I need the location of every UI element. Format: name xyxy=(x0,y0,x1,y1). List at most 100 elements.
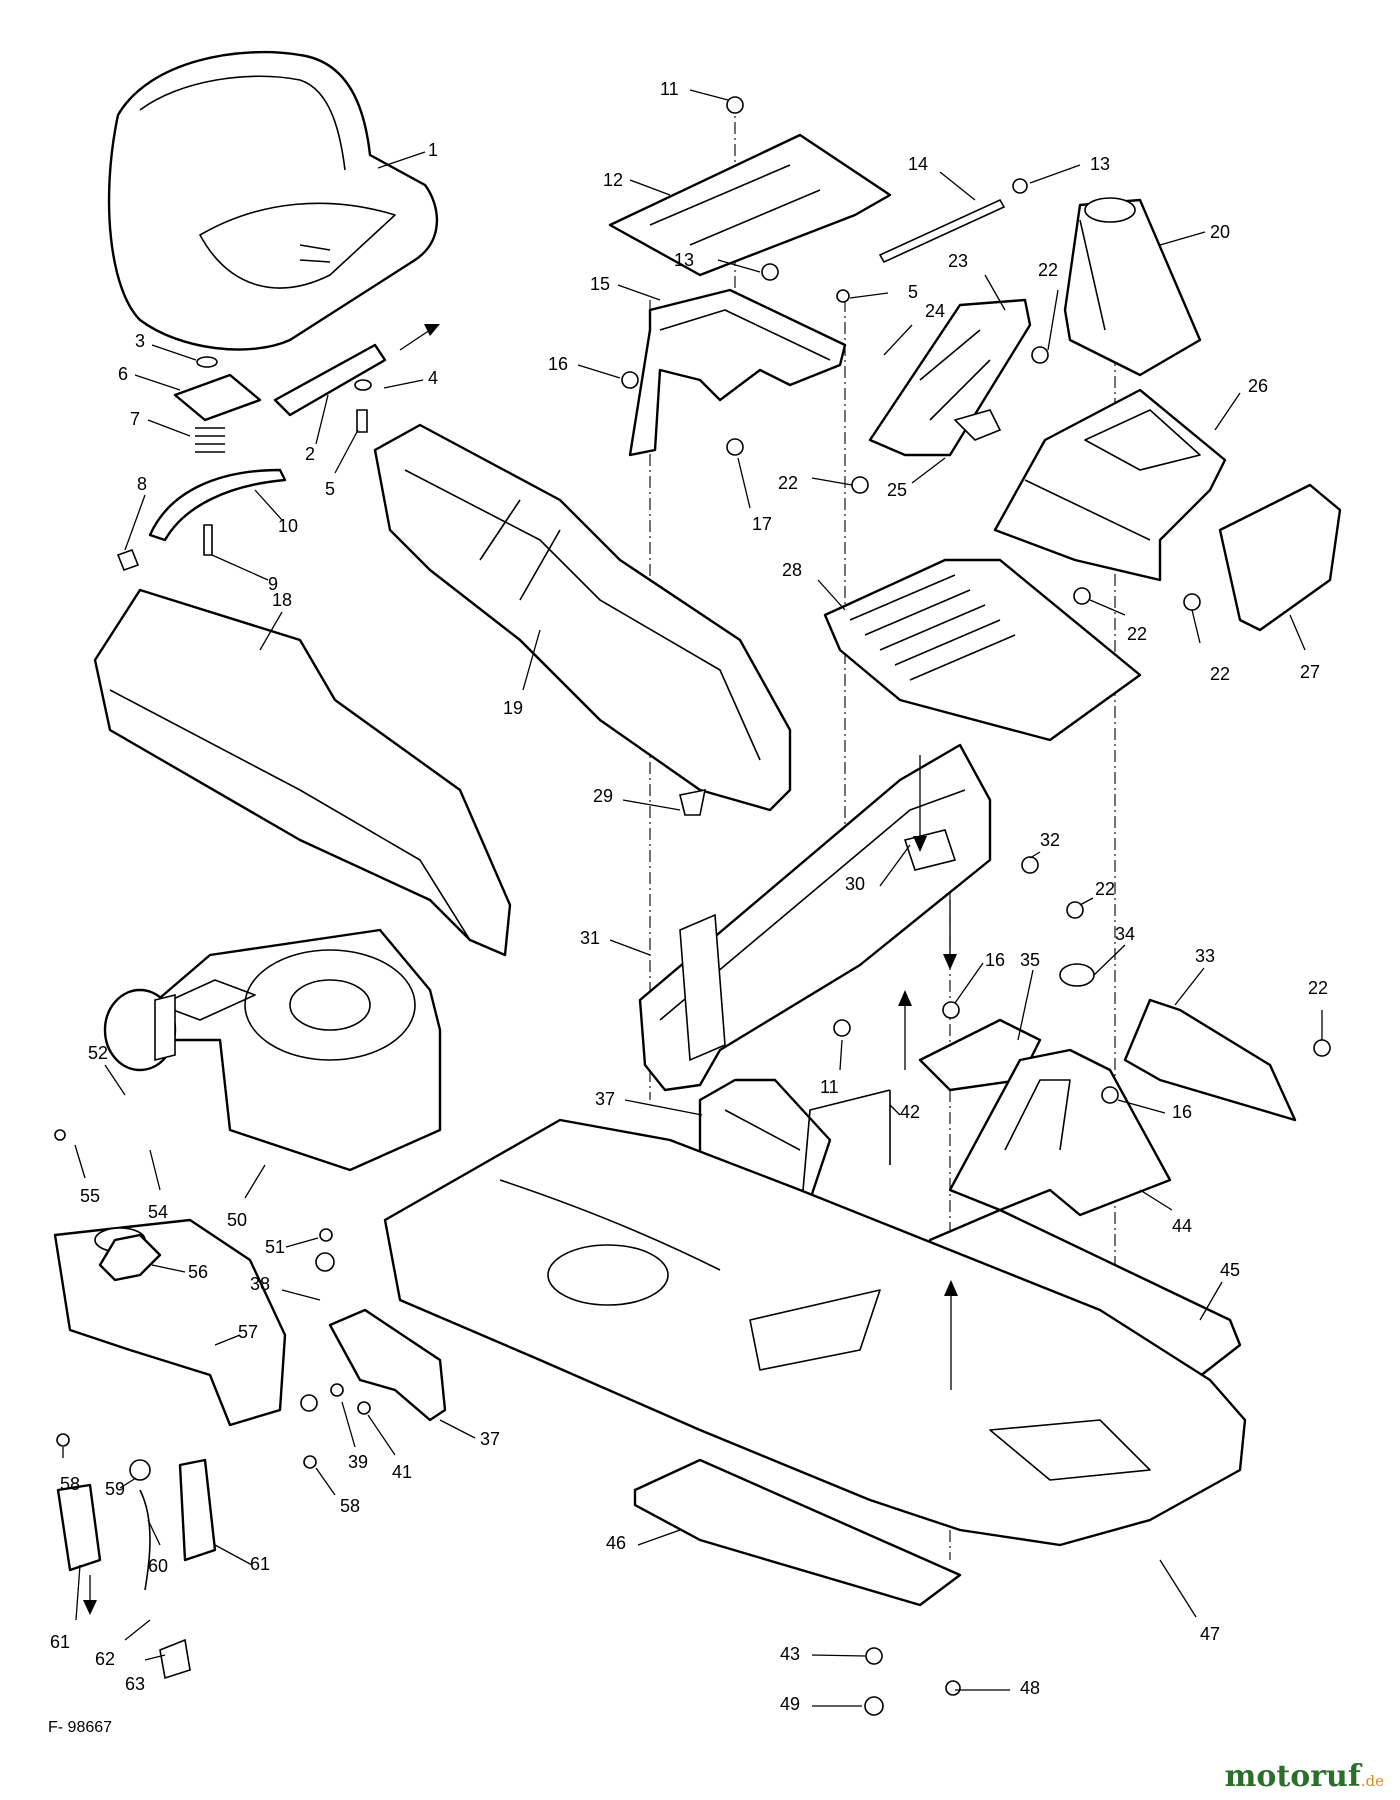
callout-58b: 58 xyxy=(340,1496,360,1516)
callout-44: 44 xyxy=(1172,1216,1192,1236)
callout-22b: 22 xyxy=(778,473,798,493)
callout-18: 18 xyxy=(272,590,292,610)
callout-4: 4 xyxy=(428,368,438,388)
watermark-logo: motoruf.de xyxy=(1225,1759,1384,1794)
direction-arrows xyxy=(83,324,958,1615)
callout-42: 42 xyxy=(900,1102,920,1122)
callout-45: 45 xyxy=(1220,1260,1240,1280)
fasteners xyxy=(54,96,1331,1716)
callout-5a: 5 xyxy=(325,479,335,499)
side-cover-panel xyxy=(93,588,512,957)
callout-22f: 22 xyxy=(1308,978,1328,998)
callout-52: 52 xyxy=(88,1043,108,1063)
callout-33: 33 xyxy=(1195,946,1215,966)
callout-13b: 13 xyxy=(1090,154,1110,174)
callout-46: 46 xyxy=(606,1533,626,1553)
callout-62: 62 xyxy=(95,1649,115,1669)
callout-39: 39 xyxy=(348,1452,368,1472)
hood-console xyxy=(993,388,1227,582)
callout-19: 19 xyxy=(503,698,523,718)
callout-1: 1 xyxy=(428,140,438,160)
callout-22d: 22 xyxy=(1210,664,1230,684)
callout-48: 48 xyxy=(1020,1678,1040,1698)
callout-22c: 22 xyxy=(1127,624,1147,644)
seat-pad xyxy=(1218,483,1342,632)
callout-22a: 22 xyxy=(1038,260,1058,280)
callout-10: 10 xyxy=(278,516,298,536)
callout-15: 15 xyxy=(590,274,610,294)
figure-reference: F- 98667 xyxy=(48,1719,113,1736)
air-cleaner xyxy=(103,988,177,1072)
callout-17: 17 xyxy=(752,514,772,534)
callout-24: 24 xyxy=(925,301,945,321)
callout-55: 55 xyxy=(80,1186,100,1206)
callout-32: 32 xyxy=(1040,830,1060,850)
callout-2: 2 xyxy=(305,444,315,464)
engine xyxy=(138,928,442,1172)
column-support xyxy=(628,288,847,457)
callout-51: 51 xyxy=(265,1237,285,1257)
callout-61b: 61 xyxy=(250,1554,270,1574)
fuel-cap xyxy=(98,1233,162,1282)
callout-26: 26 xyxy=(1248,376,1268,396)
callout-37a: 37 xyxy=(595,1089,615,1109)
callout-59: 59 xyxy=(105,1479,125,1499)
callout-16a: 16 xyxy=(548,354,568,374)
callout-38: 38 xyxy=(250,1274,270,1294)
callout-63: 63 xyxy=(125,1674,145,1694)
callout-50: 50 xyxy=(227,1210,247,1230)
callout-54: 54 xyxy=(148,1202,168,1222)
callout-25: 25 xyxy=(887,480,907,500)
callout-9: 9 xyxy=(268,574,278,594)
instrument-panel xyxy=(868,298,1032,457)
step-bracket xyxy=(328,1308,447,1422)
callout-30: 30 xyxy=(845,874,865,894)
footrest-plate xyxy=(633,1458,962,1607)
callout-49: 49 xyxy=(780,1694,800,1714)
seat xyxy=(107,50,439,351)
fuel-line-parts xyxy=(56,1458,217,1680)
callout-58a: 58 xyxy=(60,1474,80,1494)
callout-20: 20 xyxy=(1210,222,1230,242)
callout-37b: 37 xyxy=(480,1429,500,1449)
callout-31: 31 xyxy=(580,928,600,948)
callout-22e: 22 xyxy=(1095,879,1115,899)
callout-12: 12 xyxy=(603,170,623,190)
column-cover xyxy=(1063,197,1202,377)
callout-5b: 5 xyxy=(908,282,918,302)
seat-hardware xyxy=(116,343,387,572)
callout-11a: 11 xyxy=(660,79,679,99)
callout-47: 47 xyxy=(1200,1624,1220,1644)
callout-41: 41 xyxy=(392,1462,412,1482)
callout-56: 56 xyxy=(188,1262,208,1282)
dashboard-panel xyxy=(638,743,992,1092)
callout-14: 14 xyxy=(908,154,928,174)
steering-shaft xyxy=(878,198,1006,264)
callout-3: 3 xyxy=(135,331,145,351)
side-shield xyxy=(1123,998,1297,1122)
callout-13a: 13 xyxy=(674,250,694,270)
callout-29: 29 xyxy=(593,786,613,806)
callout-16b: 16 xyxy=(985,950,1005,970)
callout-27: 27 xyxy=(1300,662,1320,682)
callout-6: 6 xyxy=(118,364,128,384)
callout-8: 8 xyxy=(137,474,147,494)
callout-61a: 61 xyxy=(50,1632,70,1652)
control-rod xyxy=(799,1089,891,1226)
callout-43: 43 xyxy=(780,1644,800,1664)
callout-60: 60 xyxy=(148,1556,168,1576)
callout-16c: 16 xyxy=(1172,1102,1192,1122)
callout-23: 23 xyxy=(948,251,968,271)
callout-34: 34 xyxy=(1115,924,1135,944)
watermark-name: motoruf xyxy=(1224,1759,1361,1794)
callout-7: 7 xyxy=(130,409,140,429)
callouts: 1 2 3 4 5 5 6 7 8 9 10 11 11 12 13 13 14 xyxy=(50,79,1328,1714)
callout-28: 28 xyxy=(782,560,802,580)
callout-35: 35 xyxy=(1020,950,1040,970)
grille xyxy=(823,558,1142,742)
main-frame xyxy=(383,1118,1247,1547)
callout-57: 57 xyxy=(238,1322,258,1342)
watermark-tld: .de xyxy=(1360,1772,1384,1790)
callout-11b: 11 xyxy=(820,1077,839,1097)
